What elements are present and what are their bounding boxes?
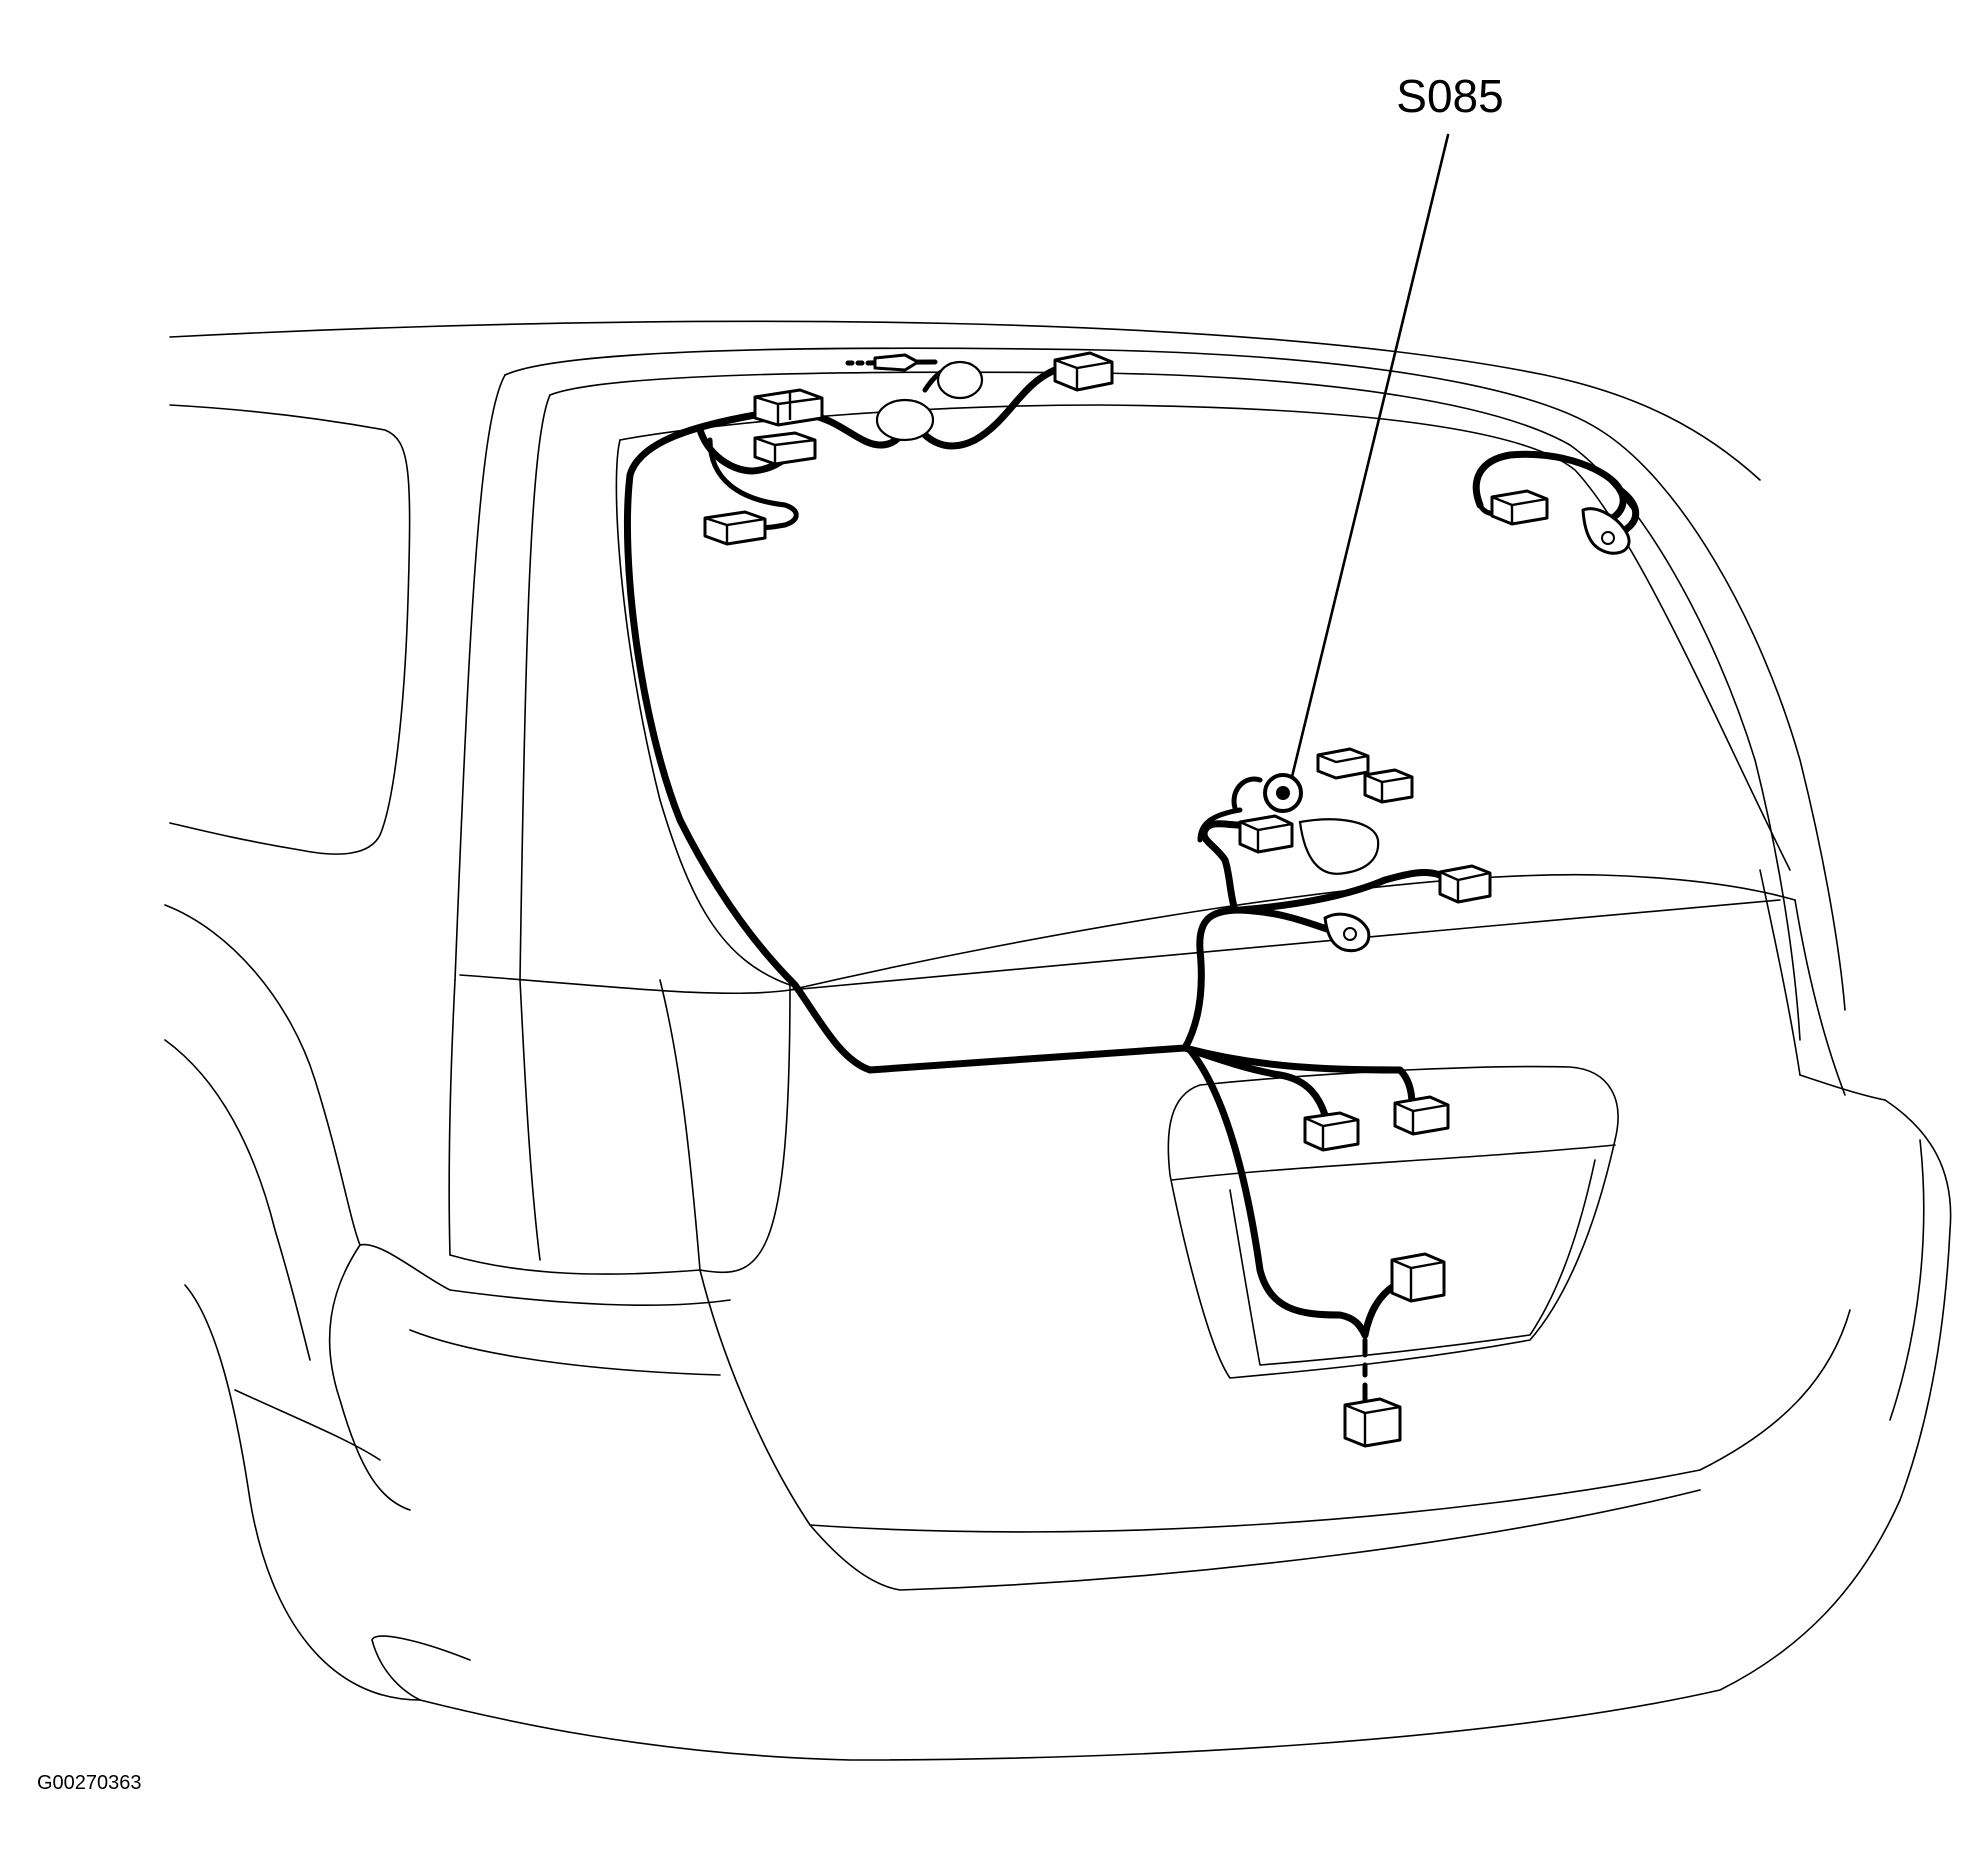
splice-dot xyxy=(1276,786,1290,800)
connector-c13 xyxy=(1343,1397,1402,1448)
connector-c8 xyxy=(1238,814,1294,854)
vehicle-body-outline xyxy=(164,320,1952,1761)
connector-c10 xyxy=(1303,1111,1360,1152)
ring-terminal-upper-right xyxy=(1581,507,1631,555)
grommet-upper-b xyxy=(936,360,984,400)
splice-s085-callout: S085 xyxy=(1263,70,1504,813)
connector-c4 xyxy=(1053,351,1114,392)
grommet-upper-a xyxy=(875,398,935,442)
connector-c2 xyxy=(753,431,817,466)
wiring-harness xyxy=(623,359,1640,1408)
connector-c3 xyxy=(703,510,767,546)
connector-c7 xyxy=(1363,768,1414,804)
connector-c5 xyxy=(1490,489,1549,526)
harness-connectors xyxy=(703,351,1549,1448)
connector-c12 xyxy=(1390,1252,1446,1303)
connector-c1 xyxy=(753,388,824,427)
harness-grommets xyxy=(875,360,1631,953)
connector-c11 xyxy=(1393,1095,1450,1136)
connector-c14 xyxy=(873,353,920,372)
callout-label: S085 xyxy=(1396,70,1503,122)
connector-c6 xyxy=(1316,747,1370,780)
ring-terminal-center xyxy=(1323,912,1371,953)
connector-c9 xyxy=(1438,864,1492,904)
grommet-center xyxy=(1298,818,1380,875)
figure-code: G00270363 xyxy=(37,1772,142,1794)
callout-leader-line xyxy=(1288,133,1450,787)
